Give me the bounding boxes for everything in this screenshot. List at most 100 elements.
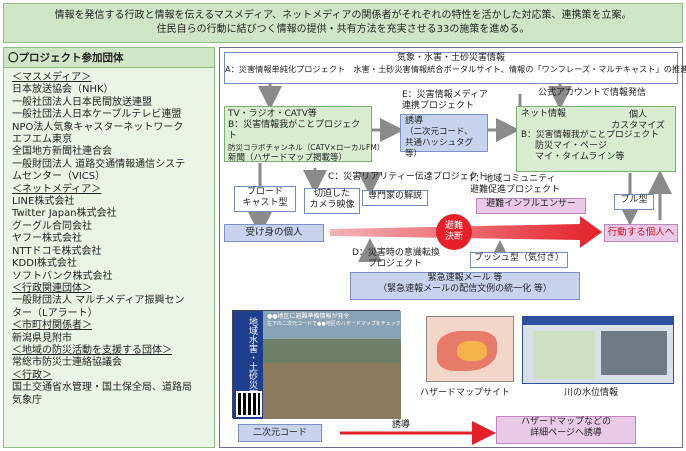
participants-title: 〇プロジェクト参加団体 xyxy=(4,48,214,68)
participant-item: NPO法人気象キャスターネットワーク xyxy=(12,121,184,133)
header-line-2: 住民自らの行動に結びつく情報の提供・共有方法を充実させる33の施策を進める。 xyxy=(156,24,530,35)
customize-line1: 個人 xyxy=(628,110,647,120)
participant-category: ＜市町村関係者＞ xyxy=(12,320,92,332)
participant-item: ヤフー株式会社 xyxy=(12,233,82,245)
passive-person-box: 受け身の個人 xyxy=(224,224,324,242)
tv-screen-image: 地域水害・土砂災害情報 ●●地区に避難準備情報が発令 左下の二次元コードで●●地… xyxy=(232,310,401,419)
my-timeline-label: マイ・タイムライン等 xyxy=(535,152,625,162)
participant-item: 日本放送協会（NHK） xyxy=(12,84,114,96)
river-level-label: 川の水位情報 xyxy=(564,388,619,398)
broadcast-box: ブロード キャスト型 xyxy=(234,186,296,212)
qr-code-icon xyxy=(236,391,262,417)
participants-panel: 〇プロジェクト参加団体 ＜マスメディア＞日本放送協会（NHK）一般社団法人日本民… xyxy=(3,47,215,448)
project-d-line1: D：災害時の意識転換 xyxy=(352,248,440,258)
participant-category: ＜地域の防災活動を支援する団体＞ xyxy=(12,344,172,356)
net-info-title: ネット情報 xyxy=(521,109,567,119)
header-banner: 情報を発信する行政と情報を伝えるマスメディア、ネットメディアの関係者がそれぞれの… xyxy=(3,3,683,43)
active-person-box: 行動する個人へ xyxy=(604,224,678,242)
participant-item: 一般財団法人 マルチメディア振興セン xyxy=(12,295,185,307)
project-f-label: F：地域コミュニティ 避難促進プロジェクト xyxy=(470,174,560,196)
participant-item: NTTドコモ株式会社 xyxy=(12,245,102,257)
project-c-label: C：災害リアリティー伝達プロジェクト xyxy=(328,172,487,182)
participant-category: ＜マスメディア＞ xyxy=(12,72,92,83)
hazard-map-label: ハザードマップサイト xyxy=(420,388,511,398)
project-f-line2: 避難促進プロジェクト xyxy=(470,185,561,195)
project-b-mass-label: B：災害情報我がことプロジェクト xyxy=(228,120,361,141)
participant-category: ＜行政関連団体＞ xyxy=(12,282,92,294)
source-info-box: 気象・水害・土砂災害情報 A：災害情報単純化プロジェクト 水害・土砂災害情報統合… xyxy=(224,52,686,84)
project-f-line1: F：地域コミュニティ xyxy=(470,174,556,184)
decision-line2: 決断 xyxy=(444,232,463,242)
newspaper-label: 新聞（ハザードマップ掲載等） xyxy=(228,153,348,163)
alert-line1: 緊急速報メール 等 xyxy=(427,273,503,283)
source-info-title: 気象・水害・土砂災害情報 xyxy=(396,53,505,63)
participant-item: KDDI株式会社 xyxy=(12,258,77,270)
project-d-label: D：災害時の意識転換 プロジェクト xyxy=(352,248,440,270)
mass-media-box: TV・ラジオ・CATV等 B：災害情報我がことプロジェクト 防災コラボチャンネル… xyxy=(224,106,385,163)
hazard-map-image xyxy=(426,316,514,382)
influencer-box: 避難インフルエンサー xyxy=(476,198,586,214)
camera-line2: カメラ映像 xyxy=(309,200,355,210)
emergency-alert-box: 緊急速報メール 等 （緊急速報メールの配信文例の統一化 等） xyxy=(350,272,580,300)
participant-item: LINE株式会社 xyxy=(12,196,75,208)
broadcast-line2: キャスト型 xyxy=(242,198,288,208)
river-map-area xyxy=(533,331,595,379)
participant-item: 一般社団法人日本民間放送連盟 xyxy=(12,96,152,108)
participant-item: ムセンター（VICS） xyxy=(12,171,106,183)
detail-line2: 詳細ページへ誘導 xyxy=(530,428,602,438)
yudo-line2: （二次元コード、 xyxy=(405,127,473,137)
participant-item: グーグル合同会社 xyxy=(12,220,92,232)
tv-vertical-title: 地域水害・土砂災害情報 xyxy=(247,317,257,416)
hazard-zone-orange xyxy=(457,341,487,361)
pull-type-box: プル型 xyxy=(614,194,654,210)
participant-item: ター（Lアラート） xyxy=(12,307,98,319)
participant-item: Twitter Japan株式会社 xyxy=(12,208,117,220)
project-b-net-label: B：災害情報我がことプロジェクト xyxy=(521,130,659,140)
participant-item: 気象庁 xyxy=(12,394,42,406)
participant-category: ＜行政＞ xyxy=(12,369,52,381)
participant-item: 一般社団法人日本ケーブルテレビ連盟 xyxy=(12,109,182,121)
participant-item: 新潟県見附市 xyxy=(12,332,72,344)
participant-item: エフエム東京 xyxy=(12,134,72,146)
detail-page-box: ハザードマップなどの 詳細ページへ誘導 xyxy=(496,416,636,444)
header-line-1: 情報を発信する行政と情報を伝えるマスメディア、ネットメディアの関係者がそれぞれの… xyxy=(54,10,632,21)
detail-line1: ハザードマップなどの xyxy=(520,417,611,427)
expert-box: 専門家の解説 xyxy=(362,190,428,206)
river-site-header xyxy=(523,317,673,325)
push-type-box: プッシュ型（気付き） xyxy=(470,252,568,268)
bottom-yudo-label: 誘導 xyxy=(392,420,411,430)
camera-line1: 切迫した xyxy=(313,189,350,199)
customize-line2: カスタマイズ xyxy=(611,121,665,131)
tv-caption-1: ●●地区に避難準備情報が発令 xyxy=(267,313,350,320)
project-a-label: A：災害情報単純化プロジェクト 水害・土砂災害情報統合ポータルサイト、情報の「ワ… xyxy=(225,64,686,74)
project-d-line2: プロジェクト xyxy=(368,259,423,269)
camera-box: 切迫した カメラ映像 xyxy=(304,188,360,214)
decision-circle: 避難 決断 xyxy=(436,214,472,250)
broadcast-line1: ブロード xyxy=(246,187,283,197)
project-e-label: E：災害情報メディア 連携プロジェクト xyxy=(402,90,488,112)
participant-item: ソフトバンク株式会社 xyxy=(12,270,113,282)
yudo-title: 誘導 xyxy=(405,116,424,126)
net-info-box: ネット情報 B：災害情報我がことプロジェクト 防災マイ・ページ マイ・タイムライ… xyxy=(516,106,676,172)
yudo-line3: 共通ハッシュタグ等） xyxy=(405,138,474,159)
participant-item: 一般財団法人 道路交通情報通信システ xyxy=(12,158,186,170)
river-level-image xyxy=(522,316,674,384)
bosai-my-page-label: 防災マイ・ページ xyxy=(535,141,607,151)
diagram-panel: 気象・水害・土砂災害情報 A：災害情報単純化プロジェクト 水害・土砂災害情報統合… xyxy=(219,47,686,448)
mass-media-title: TV・ラジオ・CATV等 xyxy=(228,109,317,119)
project-e-line2: 連携プロジェクト xyxy=(402,101,475,111)
alert-line2: （緊急速報メールの配信文例の統一化 等） xyxy=(378,284,552,294)
customize-label: 個人 カスタマイズ xyxy=(602,110,674,132)
bosai-collab-label: 防災コラボチャンネル（CATV×ローカルFM） xyxy=(228,143,385,152)
participant-item: 国土交通省水管理・国土保全局、道路局 xyxy=(12,382,192,394)
official-account-label: 公式アカウントで情報発信 xyxy=(538,88,647,98)
participants-list: ＜マスメディア＞日本放送協会（NHK）一般社団法人日本民間放送連盟一般社団法人日… xyxy=(12,72,212,407)
participant-item: 常総市防災士連絡協議会 xyxy=(12,357,122,369)
participant-category: ＜ネットメディア＞ xyxy=(12,183,102,195)
tv-caption-2: 左下の二次元コードで●●地区のハザードマップをチェック xyxy=(267,321,401,327)
river-camera-image xyxy=(601,331,667,375)
qr-code-label: 二次元コード xyxy=(238,424,322,442)
project-e-line1: E：災害情報メディア xyxy=(402,90,489,100)
decision-line1: 避難 xyxy=(444,221,463,231)
yudo-box: 誘導 （二次元コード、 共通ハッシュタグ等） xyxy=(400,114,488,159)
